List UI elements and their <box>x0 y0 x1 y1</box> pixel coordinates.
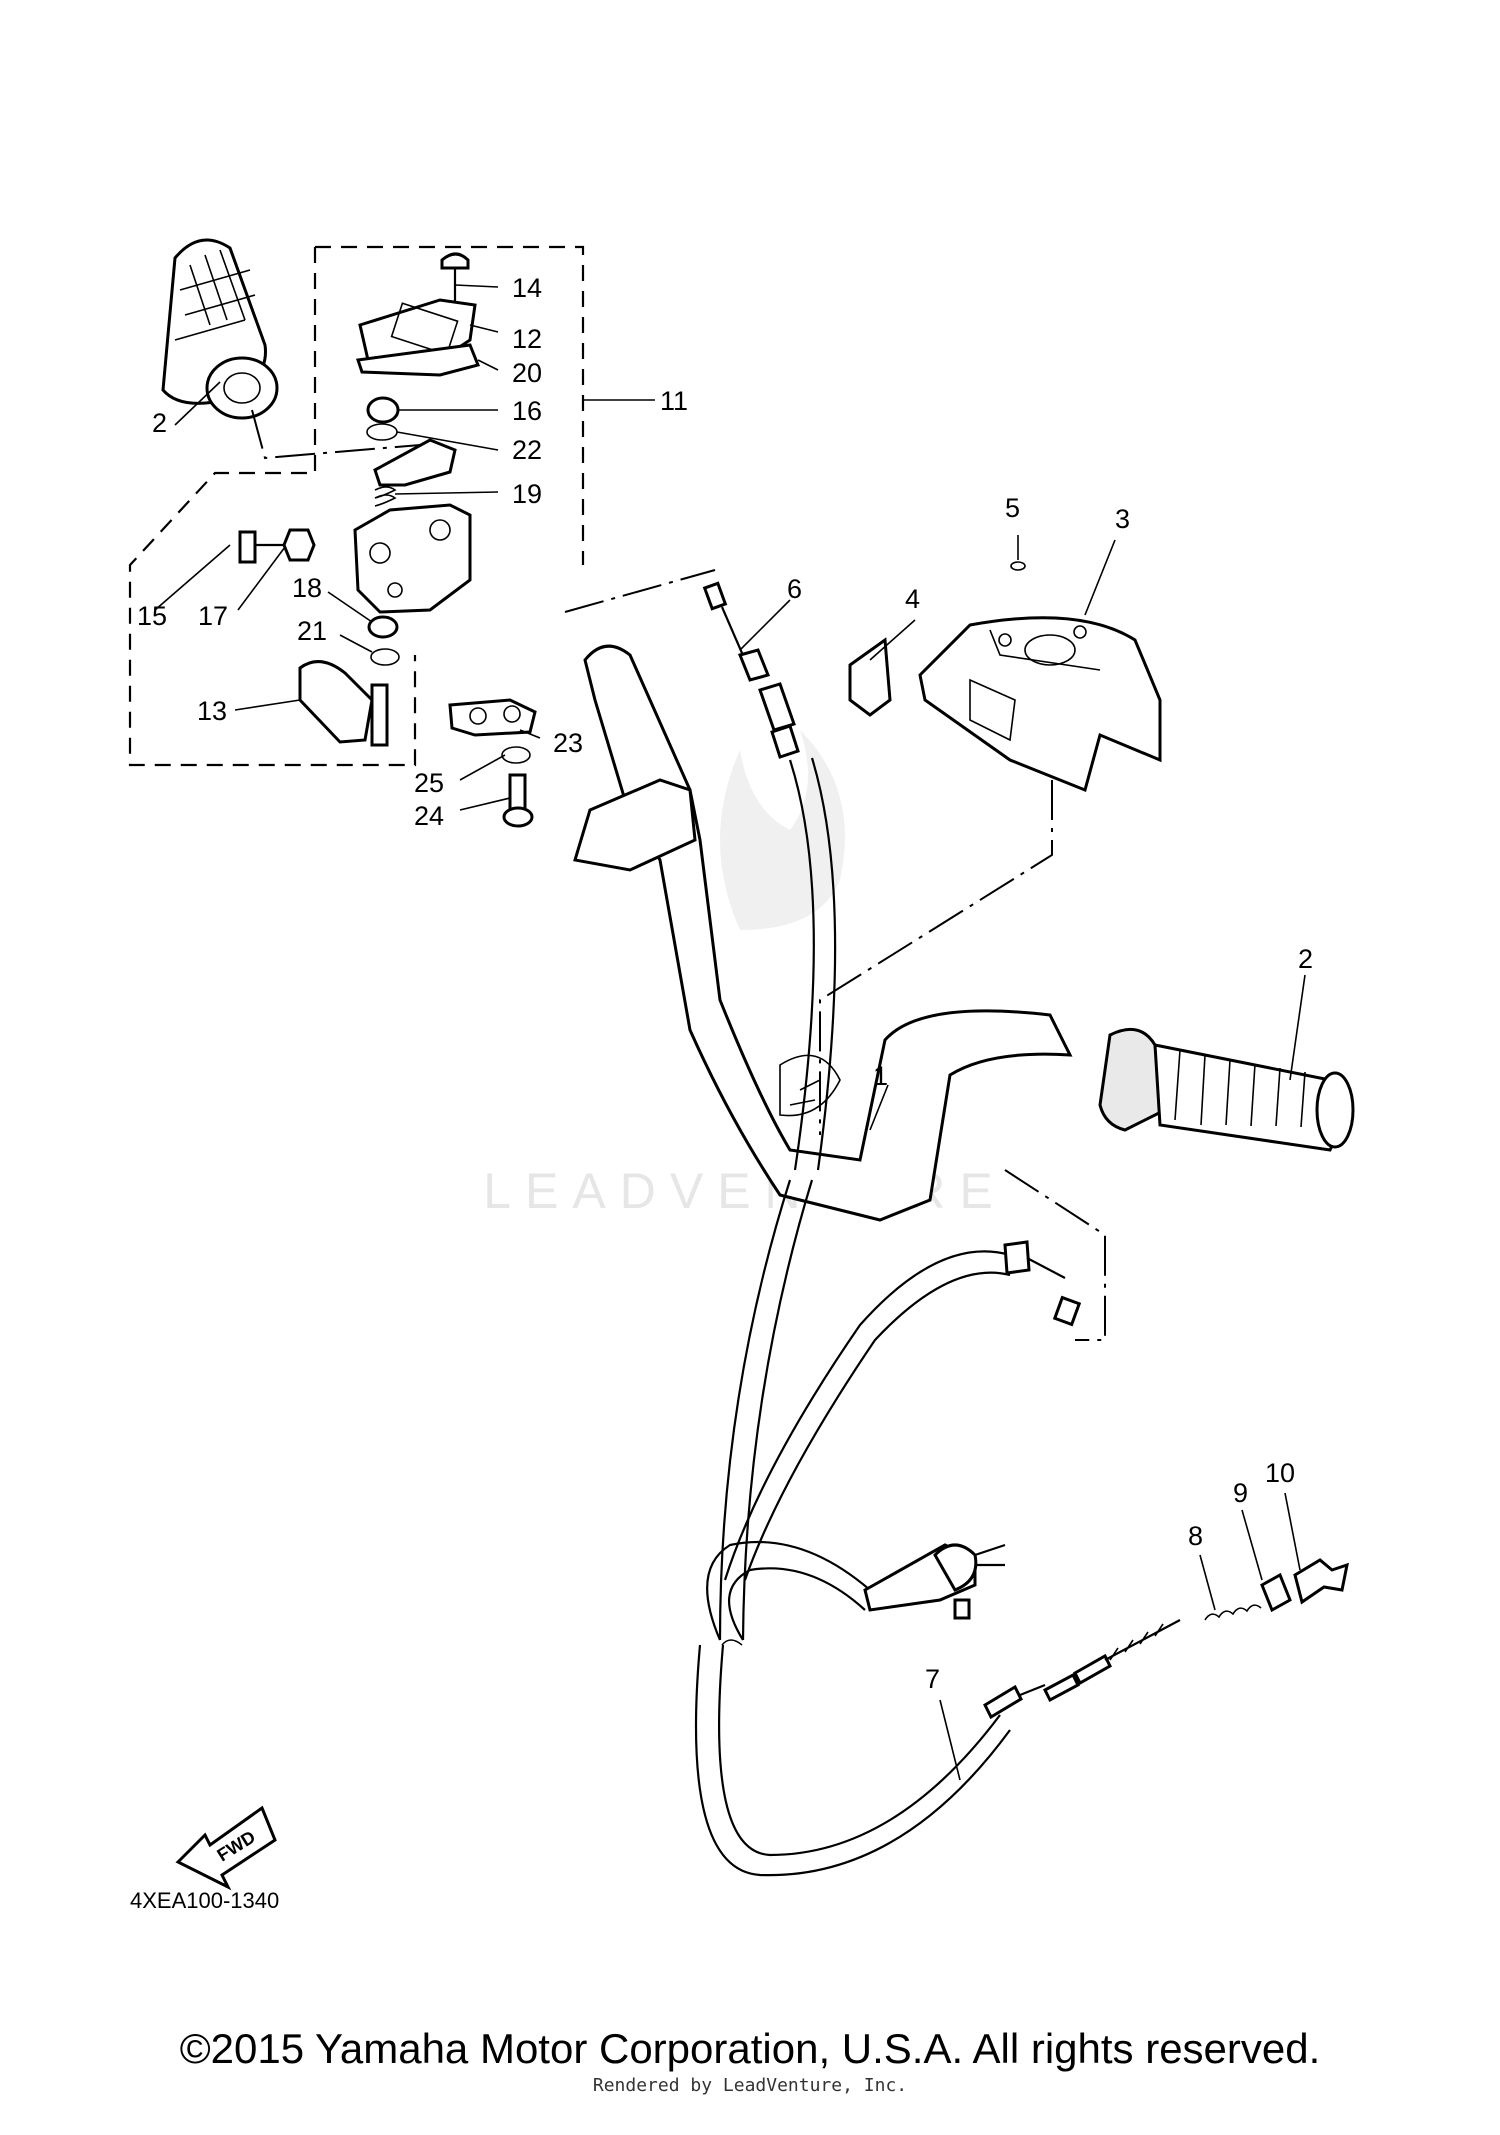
callout-22: 22 <box>512 435 542 465</box>
callout-21: 21 <box>297 616 327 646</box>
callout-12: 12 <box>512 324 542 354</box>
callout-2-right: 2 <box>1298 944 1313 974</box>
callout-11: 11 <box>660 386 688 416</box>
callout-9: 9 <box>1233 1478 1248 1508</box>
callout-5: 5 <box>1005 493 1020 523</box>
rendered-by-note: Rendered by LeadVenture, Inc. <box>592 2075 908 2096</box>
callout-16: 16 <box>512 396 542 426</box>
brake-cable <box>694 1169 1106 1877</box>
fwd-arrow: FWD <box>175 1805 277 1891</box>
callout-1: 1 <box>873 1061 888 1091</box>
callout-19: 19 <box>512 479 542 509</box>
watermark-flame-icon <box>720 730 845 930</box>
left-grip <box>161 238 421 460</box>
cable-7-assembly <box>983 1558 1349 1720</box>
switch-cover <box>819 561 1162 1135</box>
callout-15: 15 <box>137 601 167 631</box>
switch-housing <box>238 252 537 828</box>
callout-25: 25 <box>414 768 444 798</box>
assembly-box-11 <box>128 245 655 767</box>
callout-20: 20 <box>512 358 542 388</box>
callout-18: 18 <box>292 573 322 603</box>
callout-24: 24 <box>414 801 444 831</box>
diagram-code: 4XEA100-1340 <box>130 1888 279 1913</box>
callouts: 1 2 2 3 4 5 6 7 8 9 10 11 12 13 14 15 16… <box>137 273 1313 1694</box>
throttle-cable <box>564 569 837 1646</box>
callout-4: 4 <box>905 584 920 614</box>
copyright-notice: ©2015 Yamaha Motor Corporation, U.S.A. A… <box>179 2025 1321 2072</box>
leader-lines <box>154 284 1306 1781</box>
callout-17: 17 <box>198 601 228 631</box>
callout-8: 8 <box>1188 1521 1203 1551</box>
callout-3: 3 <box>1115 504 1130 534</box>
carb-cable <box>706 1540 1006 1641</box>
callout-23: 23 <box>553 728 583 758</box>
callout-2-left: 2 <box>152 408 167 438</box>
callout-13: 13 <box>197 696 227 726</box>
callout-10: 10 <box>1265 1458 1295 1488</box>
callout-6: 6 <box>787 574 802 604</box>
callout-7: 7 <box>925 1664 940 1694</box>
handlebar <box>573 644 1355 1222</box>
callout-14: 14 <box>512 273 542 303</box>
